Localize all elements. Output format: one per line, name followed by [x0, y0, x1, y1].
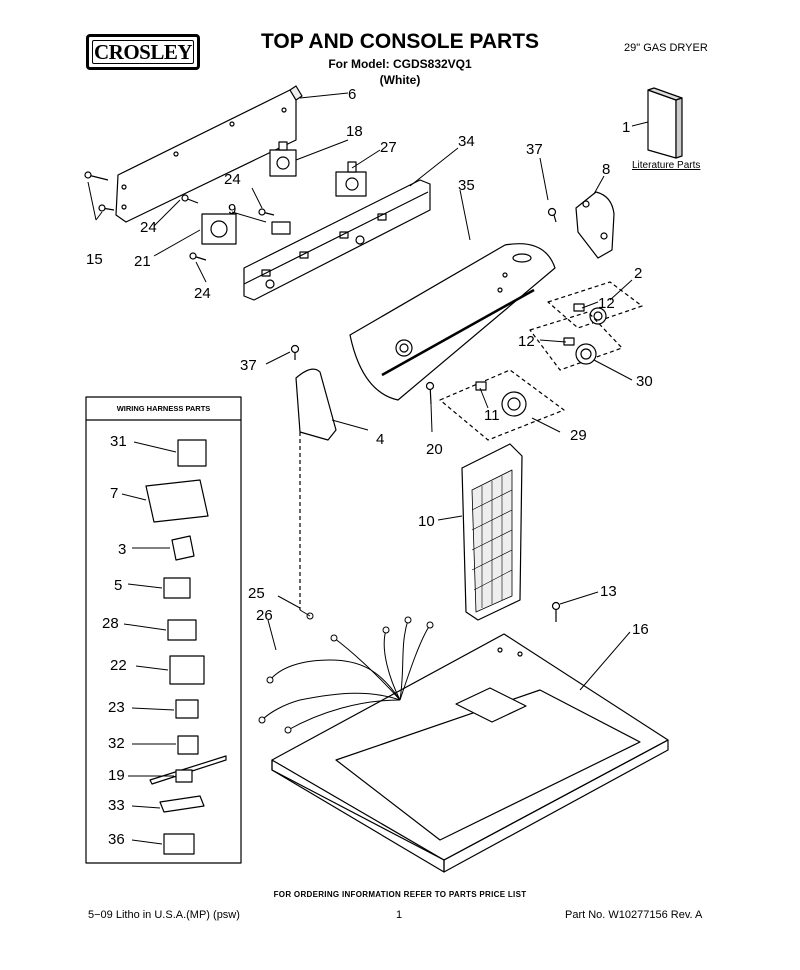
literature-booklet [647, 87, 683, 159]
knob-group-30 [529, 311, 623, 371]
harness-callout-23: 23 [108, 699, 125, 716]
lint-screen-10 [461, 443, 523, 621]
callout-20: 20 [426, 441, 443, 458]
brand-name: CROSLEY [92, 39, 194, 64]
harness-callout-32: 32 [108, 735, 125, 752]
callout-12a: 12 [598, 295, 615, 312]
color-line: (White) [379, 73, 421, 87]
callout-27: 27 [380, 139, 397, 156]
part-number: Part No. W10277156 Rev. A [565, 909, 703, 921]
screws-37 [290, 207, 557, 360]
wiring-harness-26 [258, 609, 434, 734]
leader-lines [87, 92, 649, 845]
screws-15 [84, 171, 115, 212]
callout-16: 16 [632, 621, 649, 638]
rear-console-panel [115, 85, 303, 223]
callout-24a: 24 [224, 171, 241, 188]
end-cap-4 [295, 368, 337, 610]
page-title: TOP AND CONSOLE PARTS [260, 30, 540, 53]
harness-callout-7: 7 [110, 485, 118, 502]
brand-logo: CROSLEY [86, 34, 200, 70]
knob-group-2 [547, 281, 643, 329]
callout-24b: 24 [140, 219, 157, 236]
appliance-type: 29" GAS DRYER [624, 42, 708, 54]
harness-callout-33: 33 [108, 797, 125, 814]
literature-parts-label: Literature Parts [632, 160, 701, 171]
harness-callout-19: 19 [108, 767, 125, 784]
callout-21: 21 [134, 253, 151, 270]
callout-11: 11 [484, 407, 500, 424]
callout-4: 4 [376, 431, 384, 448]
callout-6: 6 [348, 86, 356, 103]
callout-13: 13 [600, 583, 617, 600]
screw-20 [425, 381, 435, 405]
harness-callout-28: 28 [102, 615, 119, 632]
callout-2: 2 [634, 265, 642, 282]
callout-24c: 24 [194, 285, 211, 302]
top-panel-16 [271, 633, 669, 873]
harness-callout-22: 22 [110, 657, 127, 674]
callout-30: 30 [636, 373, 653, 390]
callout-8: 8 [602, 161, 610, 178]
console-frame [243, 179, 431, 301]
wiring-harness-box [85, 396, 242, 864]
callout-18: 18 [346, 123, 363, 140]
screws-24 [181, 194, 275, 261]
model-line: For Model: CGDS832VQ1 [328, 57, 472, 71]
console-front-panel [349, 243, 556, 401]
page-number: 1 [396, 909, 403, 921]
callout-10: 10 [418, 513, 435, 530]
end-cap-8 [575, 191, 615, 259]
component-9 [271, 221, 291, 235]
callout-1: 1 [622, 119, 630, 136]
knob-group-29 [439, 369, 565, 441]
callout-35: 35 [458, 177, 475, 194]
switch-18 [269, 141, 297, 177]
callout-25: 25 [248, 585, 265, 602]
harness-callout-36: 36 [108, 831, 125, 848]
harness-callout-5: 5 [114, 577, 122, 594]
callout-37b: 37 [240, 357, 257, 374]
callout-34: 34 [458, 133, 475, 150]
screw-13 [551, 601, 561, 622]
callout-26: 26 [256, 607, 273, 624]
ordering-note: FOR ORDERING INFORMATION REFER TO PARTS … [273, 890, 527, 899]
callout-9: 9 [228, 201, 236, 218]
callout-15: 15 [86, 251, 103, 268]
callout-12b: 12 [518, 333, 535, 350]
wiring-harness-title: WIRING HARNESS PARTS [116, 404, 211, 413]
timer-21 [201, 213, 237, 245]
harness-callout-31: 31 [110, 433, 127, 450]
callout-labels: 1 2 4 6 8 9 10 11 12 12 13 15 16 18 20 2… [86, 86, 653, 848]
callout-29: 29 [570, 427, 587, 444]
litho-line: 5−09 Litho in U.S.A.(MP) (psw) [88, 909, 240, 921]
switch-27 [335, 161, 367, 197]
harness-callout-3: 3 [118, 541, 126, 558]
callout-37a: 37 [526, 141, 543, 158]
